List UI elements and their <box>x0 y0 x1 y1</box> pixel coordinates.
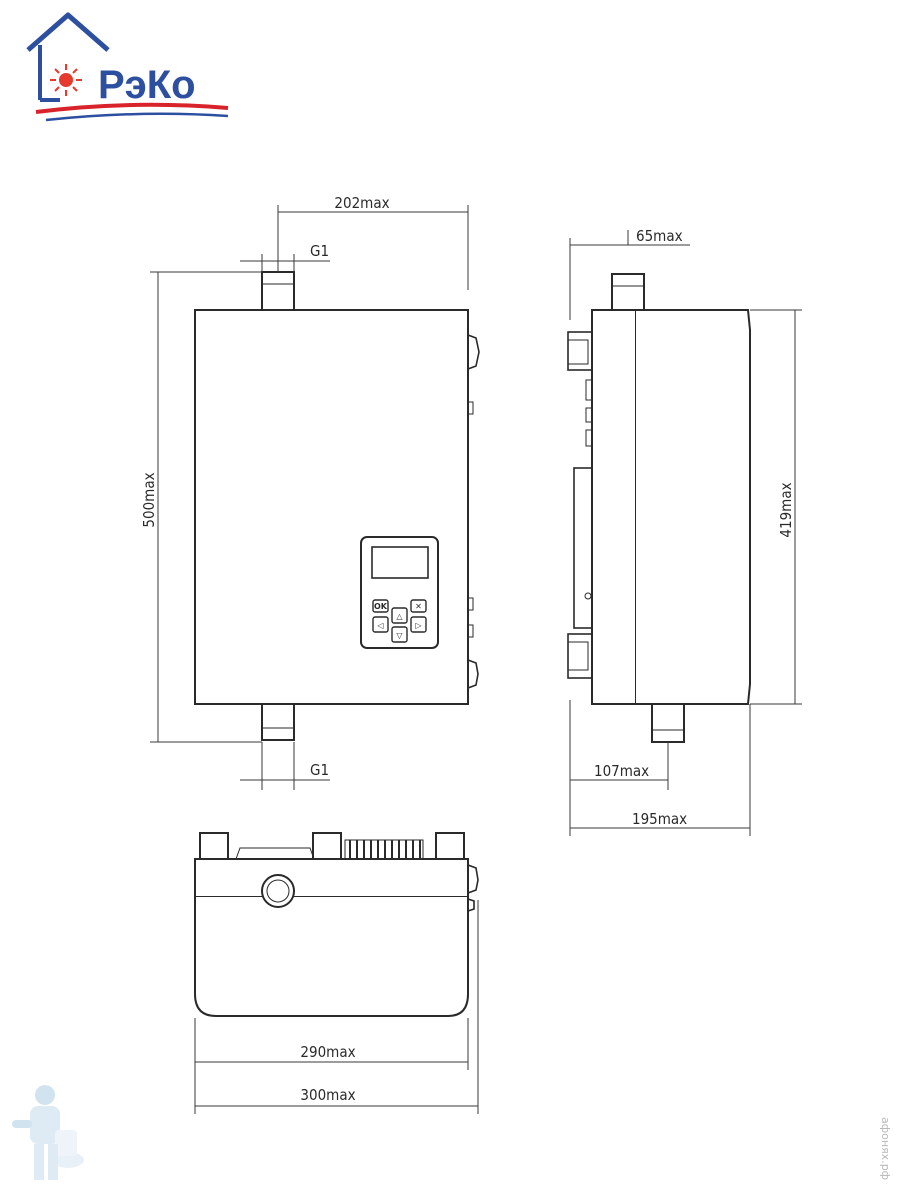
bottom-pipe <box>261 703 295 741</box>
dim-side-pipe-offset: 107max <box>570 742 669 790</box>
dim-front-width: 202max <box>277 194 469 290</box>
side-bottom-pipe <box>651 703 685 743</box>
svg-text:G1: G1 <box>310 761 329 779</box>
bottom-casing-front <box>194 897 469 1017</box>
bottom-view: 290max 300max <box>194 832 479 1114</box>
house-icon <box>26 12 110 52</box>
svg-text:500max: 500max <box>140 472 158 527</box>
dim-side-height: 419max <box>750 309 802 705</box>
svg-text:300max: 300max <box>300 1086 355 1104</box>
svg-text:107max: 107max <box>594 762 649 780</box>
logo-stripe-2 <box>45 112 229 122</box>
side-fitting-top <box>467 334 480 370</box>
bottom-pipe-left <box>199 832 229 860</box>
dim-bottom-outer: 300max <box>194 900 479 1114</box>
dim-side-depth: 195max <box>569 700 751 836</box>
logo-stripe-1 <box>35 102 229 114</box>
side-top-pipe <box>611 273 645 311</box>
bottom-pipe-right <box>435 832 465 860</box>
dim-thread-top: G1 <box>240 242 330 272</box>
mount-bracket-bottom <box>567 633 593 679</box>
svg-text:419max: 419max <box>777 482 795 537</box>
svg-text:G1: G1 <box>310 242 329 260</box>
plumber-mascot-icon <box>12 1085 84 1180</box>
svg-text:△: △ <box>396 612 403 621</box>
svg-text:290max: 290max <box>300 1043 355 1061</box>
display-screen <box>371 546 429 579</box>
side-view: 65max 419max 107max 195max <box>567 227 802 836</box>
button-right: ▷ <box>410 616 427 633</box>
sun-icon <box>50 64 82 96</box>
svg-text:202max: 202max <box>334 194 389 212</box>
terminal-block <box>344 839 424 860</box>
button-down: ▽ <box>391 626 408 643</box>
side-casing <box>636 309 751 705</box>
button-ok: OK <box>372 599 389 613</box>
control-panel: OK ✕ ◁ △ ▽ ▷ <box>360 536 439 649</box>
svg-text:195max: 195max <box>632 810 687 828</box>
logo-text: РэКо <box>98 63 196 107</box>
side-fitting-bottom <box>467 659 479 689</box>
button-up: △ <box>391 607 408 624</box>
rear-panel <box>573 467 593 629</box>
svg-text:OK: OK <box>374 602 388 611</box>
bottom-pipe-middle <box>312 832 342 860</box>
svg-text:◁: ◁ <box>376 621 383 630</box>
watermark-text: афонях.рф <box>879 1116 892 1180</box>
bottom-casing-top <box>194 858 469 898</box>
house-wall <box>38 45 60 102</box>
reko-logo: РэКо <box>26 12 229 122</box>
top-pipe <box>261 271 295 311</box>
front-view: OK ✕ ◁ △ ▽ ▷ <box>140 194 480 790</box>
dim-side-top: 65max <box>569 227 690 320</box>
dim-front-height: 500max <box>140 271 262 743</box>
svg-text:✕: ✕ <box>415 602 422 611</box>
mount-bracket-top <box>567 331 593 371</box>
button-cancel: ✕ <box>410 599 427 613</box>
dim-thread-bottom: G1 <box>240 742 330 790</box>
svg-text:▷: ▷ <box>415 621 422 630</box>
svg-text:65max: 65max <box>636 227 683 245</box>
dim-bottom-inner: 290max <box>194 1018 469 1070</box>
button-left: ◁ <box>372 616 389 633</box>
side-frame <box>591 309 637 705</box>
svg-text:▽: ▽ <box>396 631 403 640</box>
